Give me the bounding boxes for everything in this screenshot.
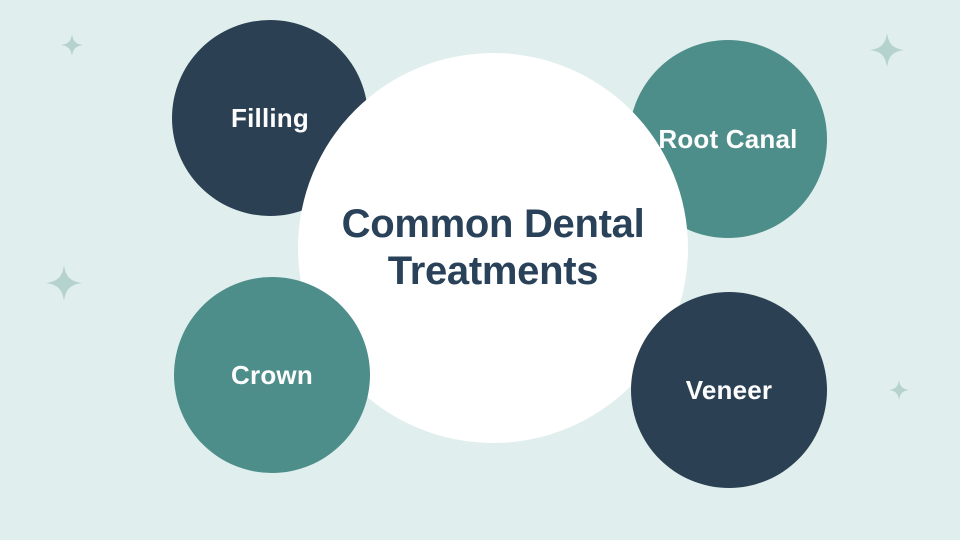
sparkle-icon [46, 265, 82, 301]
sparkle-icon [61, 34, 83, 56]
sparkle-icon-shape [870, 33, 904, 67]
bubble-root-canal-label: Root Canal [658, 123, 798, 154]
bubble-veneer-label: Veneer [685, 374, 773, 405]
bubble-filling-label: Filling [231, 102, 309, 133]
sparkle-icon-shape [889, 380, 909, 400]
bubble-filling: Filling [172, 20, 368, 216]
sparkle-icon-shape [61, 34, 83, 56]
bubble-crown-label: Crown [231, 359, 313, 390]
sparkle-icon [870, 33, 904, 67]
sparkle-icon-shape [46, 265, 82, 301]
sparkle-icon [889, 380, 909, 400]
bubble-veneer: Veneer [631, 292, 827, 488]
page-title-line-1: Common Dental [341, 202, 645, 246]
page-title-line-2: Treatments [387, 249, 599, 293]
bubble-crown: Crown [174, 277, 370, 473]
